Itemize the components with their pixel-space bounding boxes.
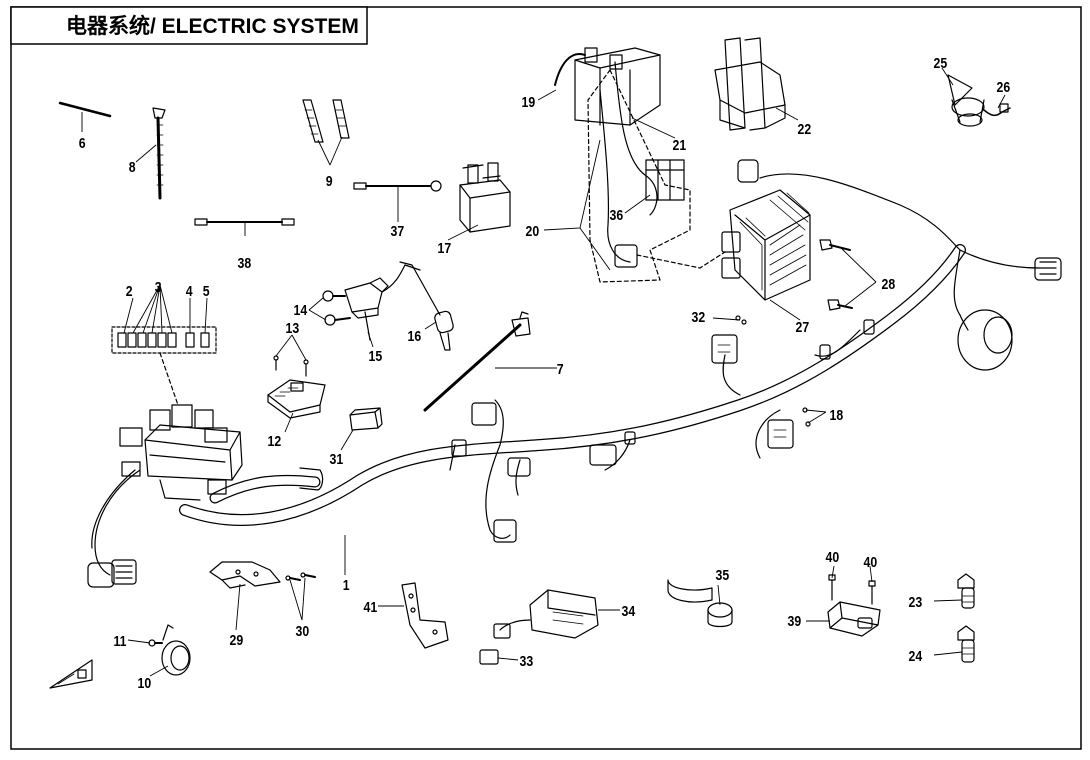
part-15-ignition-coil xyxy=(322,261,454,351)
part-12-ecu-module xyxy=(267,355,326,419)
leader-lines xyxy=(81,67,1006,677)
callout-7: 7 xyxy=(557,361,564,377)
part-28-bolts xyxy=(819,239,853,311)
callout-16: 16 xyxy=(408,328,422,344)
callout-35: 35 xyxy=(716,567,730,583)
callout-14: 14 xyxy=(294,302,308,318)
part-32-sensor xyxy=(711,315,747,364)
part-7-cable-tie xyxy=(423,311,531,412)
part-39-module xyxy=(827,574,881,637)
callout-38: 38 xyxy=(238,255,252,271)
part-37-ground-cable xyxy=(353,180,442,192)
callout-26: 26 xyxy=(997,79,1011,95)
callout-18: 18 xyxy=(830,407,844,423)
part-24-bulb xyxy=(957,625,975,663)
callout-31: 31 xyxy=(330,451,344,467)
part-10-horn xyxy=(148,624,191,676)
part-18-sensor xyxy=(767,407,811,449)
part-17-starter-relay xyxy=(459,162,511,233)
part-34-control-module xyxy=(479,589,599,665)
callout-8: 8 xyxy=(129,159,136,175)
part-27-voltage-regulator xyxy=(721,189,811,301)
main-wiring-harness xyxy=(91,173,1041,576)
callout-19: 19 xyxy=(522,94,536,110)
part-26-sensor xyxy=(947,74,1011,127)
callout-3: 3 xyxy=(155,279,162,295)
callout-29: 29 xyxy=(230,632,244,648)
callout-1: 1 xyxy=(343,577,350,593)
part-38-battery-cable xyxy=(194,218,295,226)
part-41-bracket xyxy=(401,582,449,649)
part-9-velcro-strips xyxy=(302,99,350,143)
callout-9: 9 xyxy=(326,173,333,189)
callout-34: 34 xyxy=(622,603,636,619)
part-23-bulb xyxy=(957,573,975,609)
callout-2: 2 xyxy=(126,283,133,299)
warning-triangle-decal xyxy=(49,659,93,689)
callout-24: 24 xyxy=(909,648,923,664)
callout-39: 39 xyxy=(788,613,802,629)
part-22-battery-bracket xyxy=(714,37,786,131)
callout-10: 10 xyxy=(138,675,152,691)
part-29-bracket xyxy=(209,561,316,589)
callout-40b: 40 xyxy=(864,554,878,570)
battery-assembly xyxy=(554,47,726,283)
callout-28: 28 xyxy=(882,276,896,292)
part-6-cable-tie xyxy=(58,101,112,118)
callout-23: 23 xyxy=(909,594,923,610)
fuse-relay-box xyxy=(119,404,243,501)
callout-15: 15 xyxy=(369,348,383,364)
callout-41: 41 xyxy=(364,599,378,615)
callout-11: 11 xyxy=(113,633,126,649)
callout-12: 12 xyxy=(268,433,282,449)
callout-4: 4 xyxy=(186,283,193,299)
callout-13: 13 xyxy=(286,320,300,336)
callout-17: 17 xyxy=(438,240,452,256)
callout-33: 33 xyxy=(520,653,534,669)
callout-27: 27 xyxy=(796,319,810,335)
part-8-long-cable-tie xyxy=(152,107,166,200)
part-31-relay xyxy=(349,407,383,431)
callout-21: 21 xyxy=(673,137,687,153)
part-35-strap xyxy=(667,579,733,628)
callout-5: 5 xyxy=(203,283,210,299)
callout-36: 36 xyxy=(610,207,624,223)
fuse-set xyxy=(111,326,217,406)
callout-40a: 40 xyxy=(826,549,840,565)
callout-32: 32 xyxy=(692,309,706,325)
harness-connectors xyxy=(87,159,1062,588)
title-box xyxy=(10,6,368,45)
callout-labels: 1 2 3 4 5 6 7 8 9 10 11 12 13 14 15 16 1… xyxy=(79,55,1011,691)
callout-37: 37 xyxy=(391,223,405,239)
page-border xyxy=(10,6,1082,750)
callout-25: 25 xyxy=(934,55,948,71)
callout-30: 30 xyxy=(296,623,310,639)
callout-20: 20 xyxy=(526,223,540,239)
callout-22: 22 xyxy=(798,121,812,137)
callout-6: 6 xyxy=(79,135,86,151)
page-title: 电器系统/ ELECTRIC SYSTEM xyxy=(66,14,359,38)
